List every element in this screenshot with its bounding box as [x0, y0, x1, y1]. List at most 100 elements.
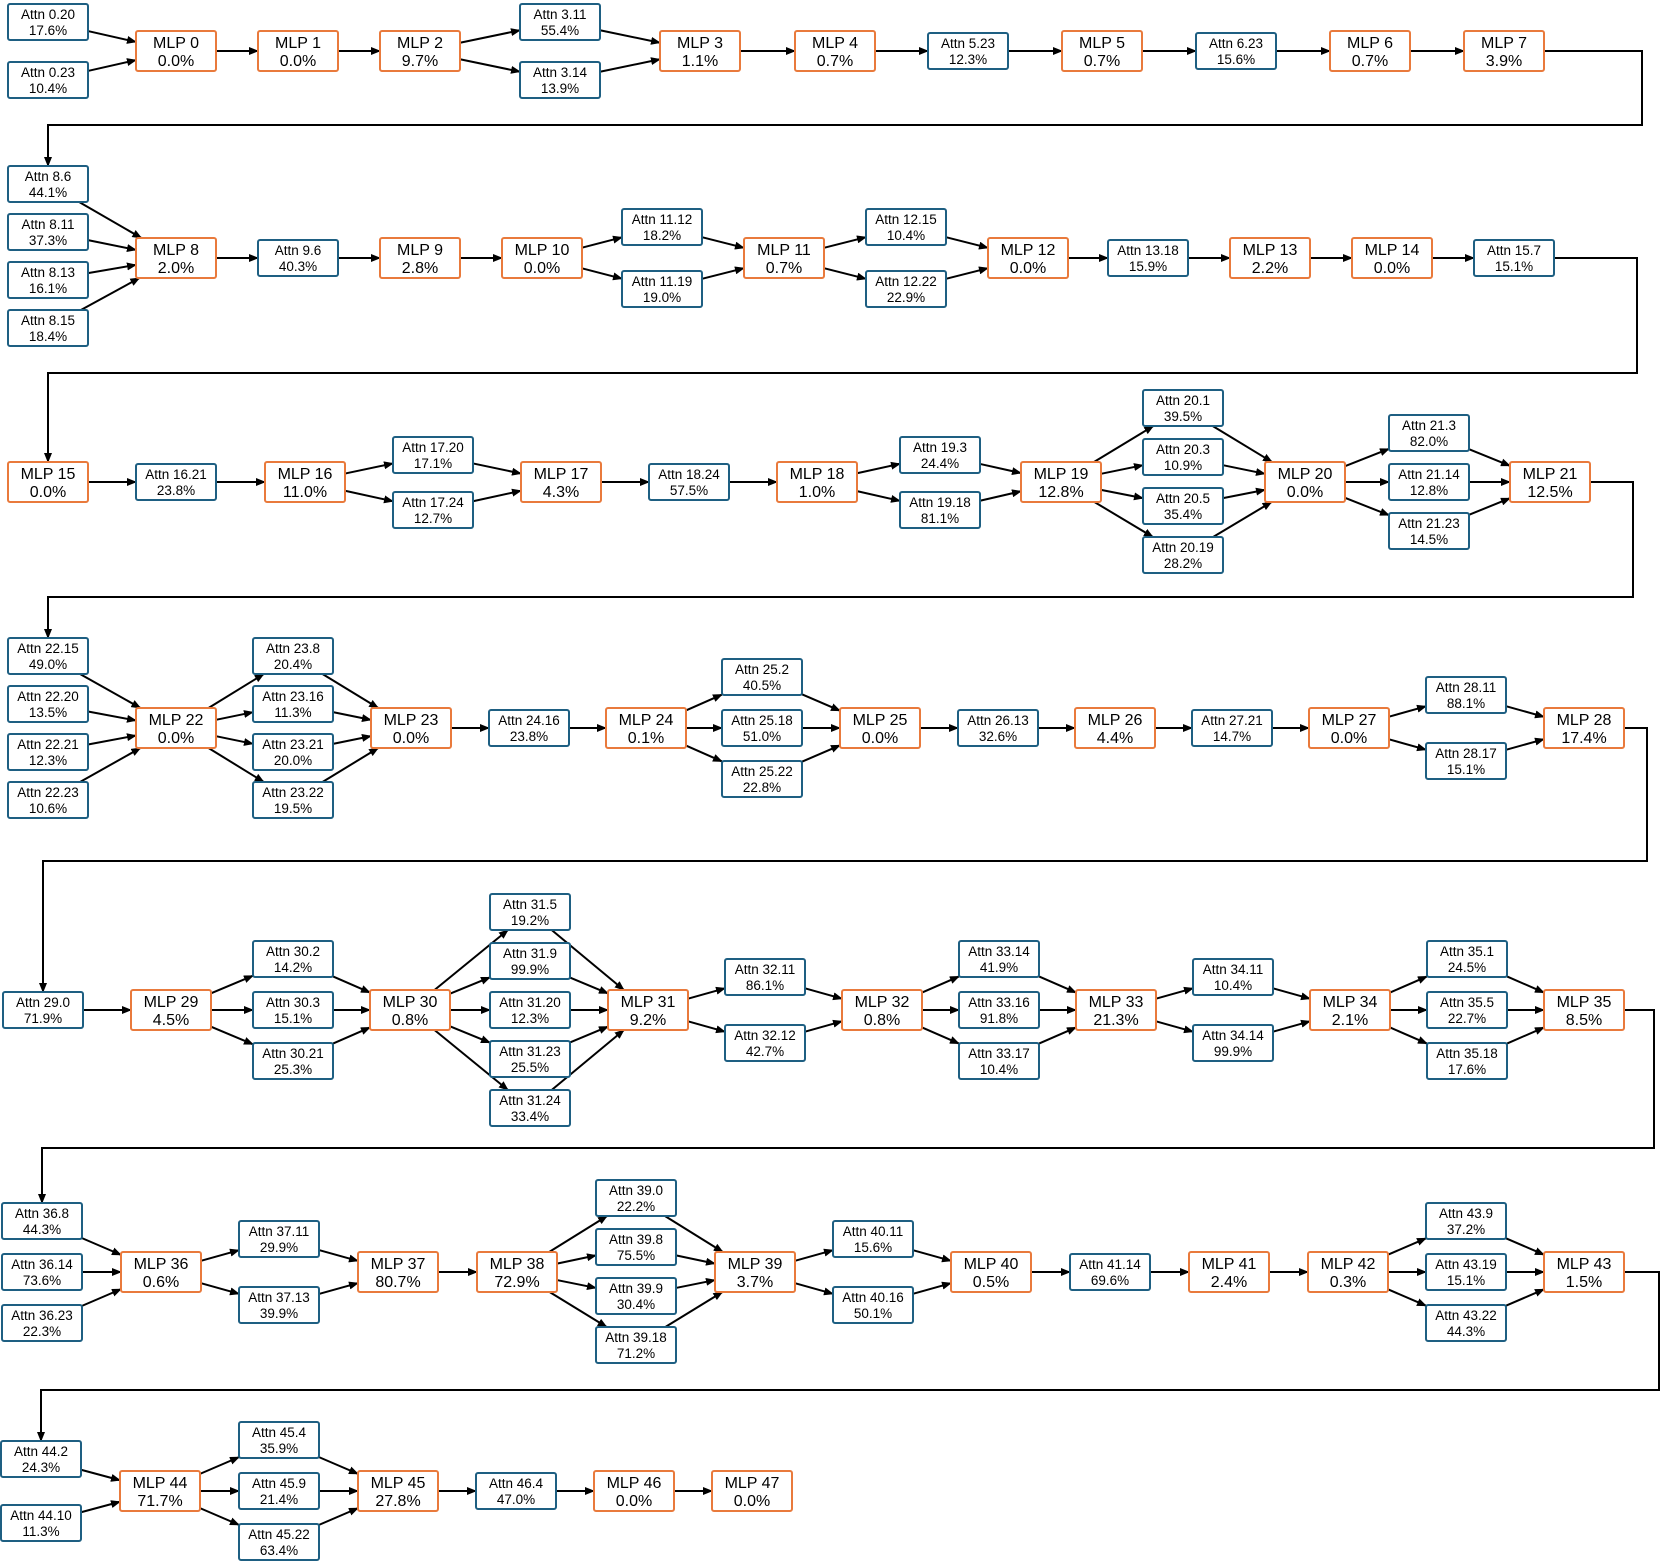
attn-node-box — [1426, 1042, 1508, 1080]
edge-m39-to-a40_11 — [794, 1248, 834, 1262]
node-value: 3.9% — [1486, 53, 1522, 70]
node-value: 11.3% — [274, 705, 311, 720]
node-label: MLP 2 — [397, 35, 443, 52]
node-label: Attn 31.23 — [499, 1044, 561, 1059]
edge-m10-to-a11_19 — [581, 267, 623, 281]
node-label: Attn 39.9 — [609, 1281, 663, 1296]
attn-node-box — [595, 1277, 677, 1315]
attn-node-box — [489, 1040, 571, 1078]
edge-m32-to-a33_14 — [921, 975, 960, 994]
attn-node-box — [238, 1421, 320, 1459]
attn-node: Attn 36.844.3% — [1, 1202, 83, 1240]
mlp-node: MLP 460.0% — [593, 1470, 675, 1512]
edge-m34-to-a35_1 — [1389, 975, 1428, 994]
node-label: MLP 3 — [677, 35, 723, 52]
node-value: 0.0% — [158, 53, 194, 70]
edge-a23_21-to-m23 — [332, 734, 372, 745]
mlp-node-box — [120, 1251, 202, 1293]
mlp-node-box — [987, 237, 1069, 279]
attn-node-box — [958, 940, 1040, 978]
node-value: 22.2% — [617, 1199, 655, 1214]
node-value: 14.2% — [274, 960, 312, 975]
node-label: MLP 20 — [1278, 466, 1333, 483]
node-label: Attn 35.5 — [1440, 995, 1494, 1010]
node-value: 0.0% — [616, 1493, 652, 1510]
node-label: Attn 8.11 — [21, 217, 74, 232]
attn-node-box — [865, 270, 947, 308]
attn-node: Attn 20.310.9% — [1142, 438, 1224, 476]
attn-node-box — [489, 893, 571, 931]
attn-node: Attn 23.820.4% — [252, 637, 334, 675]
edge-m22-to-a23_21 — [215, 735, 254, 746]
node-label: MLP 24 — [619, 712, 674, 729]
mlp-node-box — [357, 1470, 439, 1512]
mlp-node-box — [605, 707, 687, 749]
edge-m16-to-a17_24 — [344, 489, 394, 504]
node-label: Attn 23.22 — [262, 785, 324, 800]
mlp-node-box — [379, 237, 461, 279]
edge-a3_14-to-m3 — [599, 57, 661, 73]
edge-m22-to-a23_22 — [207, 747, 265, 783]
attn-node: Attn 45.435.9% — [238, 1421, 320, 1459]
node-value: 0.0% — [393, 730, 429, 747]
node-value: 99.9% — [511, 962, 549, 977]
edge-a22_21-to-m22 — [87, 733, 137, 746]
edge-a39_8-to-m39 — [675, 1254, 716, 1266]
node-value: 2.1% — [1332, 1012, 1368, 1029]
attn-node-box — [1425, 1253, 1507, 1291]
attn-node-box — [238, 1472, 320, 1510]
mlp-node: MLP 50.7% — [1061, 30, 1143, 72]
node-value: 0.7% — [766, 260, 802, 277]
attn-node-box — [7, 165, 89, 203]
edge-a45_4-to-m45 — [318, 1456, 359, 1475]
mlp-node-box — [1075, 989, 1157, 1031]
mlp-node: MLP 250.0% — [839, 707, 921, 749]
attn-node: Attn 35.522.7% — [1426, 991, 1508, 1029]
node-value: 12.5% — [1527, 484, 1572, 501]
mlp-node-box — [1309, 989, 1391, 1031]
node-label: MLP 22 — [149, 712, 204, 729]
attn-node-box — [1426, 940, 1508, 978]
node-value: 0.0% — [1374, 260, 1410, 277]
mlp-node-box — [593, 1470, 675, 1512]
edge-m38-to-a39_8 — [556, 1253, 597, 1265]
node-value: 12.8% — [1038, 484, 1083, 501]
node-value: 75.5% — [617, 1248, 655, 1263]
attn-node-box — [519, 3, 601, 41]
node-label: Attn 40.11 — [843, 1224, 904, 1239]
attn-node-box — [1, 1304, 83, 1342]
edge-m33-to-a34_11 — [1155, 986, 1194, 1000]
mlp-node: MLP 40.7% — [794, 30, 876, 72]
node-value: 63.4% — [260, 1543, 298, 1558]
node-value: 33.4% — [511, 1109, 549, 1124]
node-label: Attn 9.6 — [275, 243, 322, 258]
mlp-node-box — [714, 1251, 796, 1293]
edge-m44-to-a45_22 — [199, 1507, 240, 1526]
edge-a22_23-to-m22 — [79, 747, 142, 783]
edge-a34_14-to-m34 — [1272, 1019, 1311, 1033]
edge-m38-to-a39_0 — [548, 1215, 608, 1253]
attn-node: Attn 20.535.4% — [1142, 487, 1224, 525]
edges-layer — [78, 28, 1545, 1526]
node-value: 0.0% — [280, 53, 316, 70]
edge-a31_5-to-m31 — [551, 929, 625, 991]
attn-node: Attn 15.715.1% — [1473, 239, 1555, 277]
node-value: 19.5% — [274, 801, 312, 816]
attn-node: Attn 30.315.1% — [252, 991, 334, 1029]
node-label: MLP 21 — [1523, 466, 1578, 483]
edge-a31_24-to-m31 — [551, 1029, 625, 1091]
attn-node: Attn 30.214.2% — [252, 940, 334, 978]
attn-node: Attn 21.382.0% — [1388, 414, 1470, 452]
attn-node-box — [392, 491, 474, 529]
